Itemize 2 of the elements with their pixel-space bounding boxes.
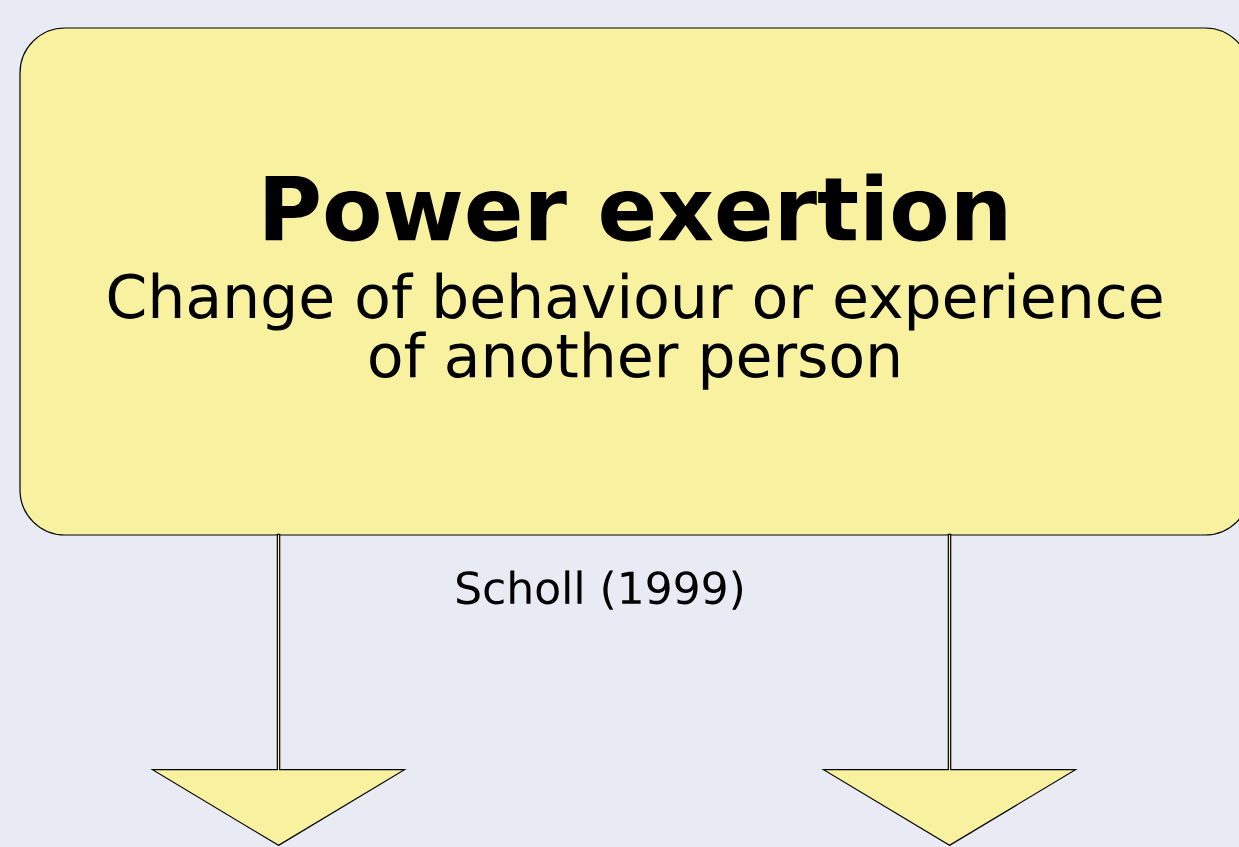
title-box: Power exertion Change of behaviour or experience of another person [19,27,1239,536]
citation: Scholl (1999) [457,570,742,610]
